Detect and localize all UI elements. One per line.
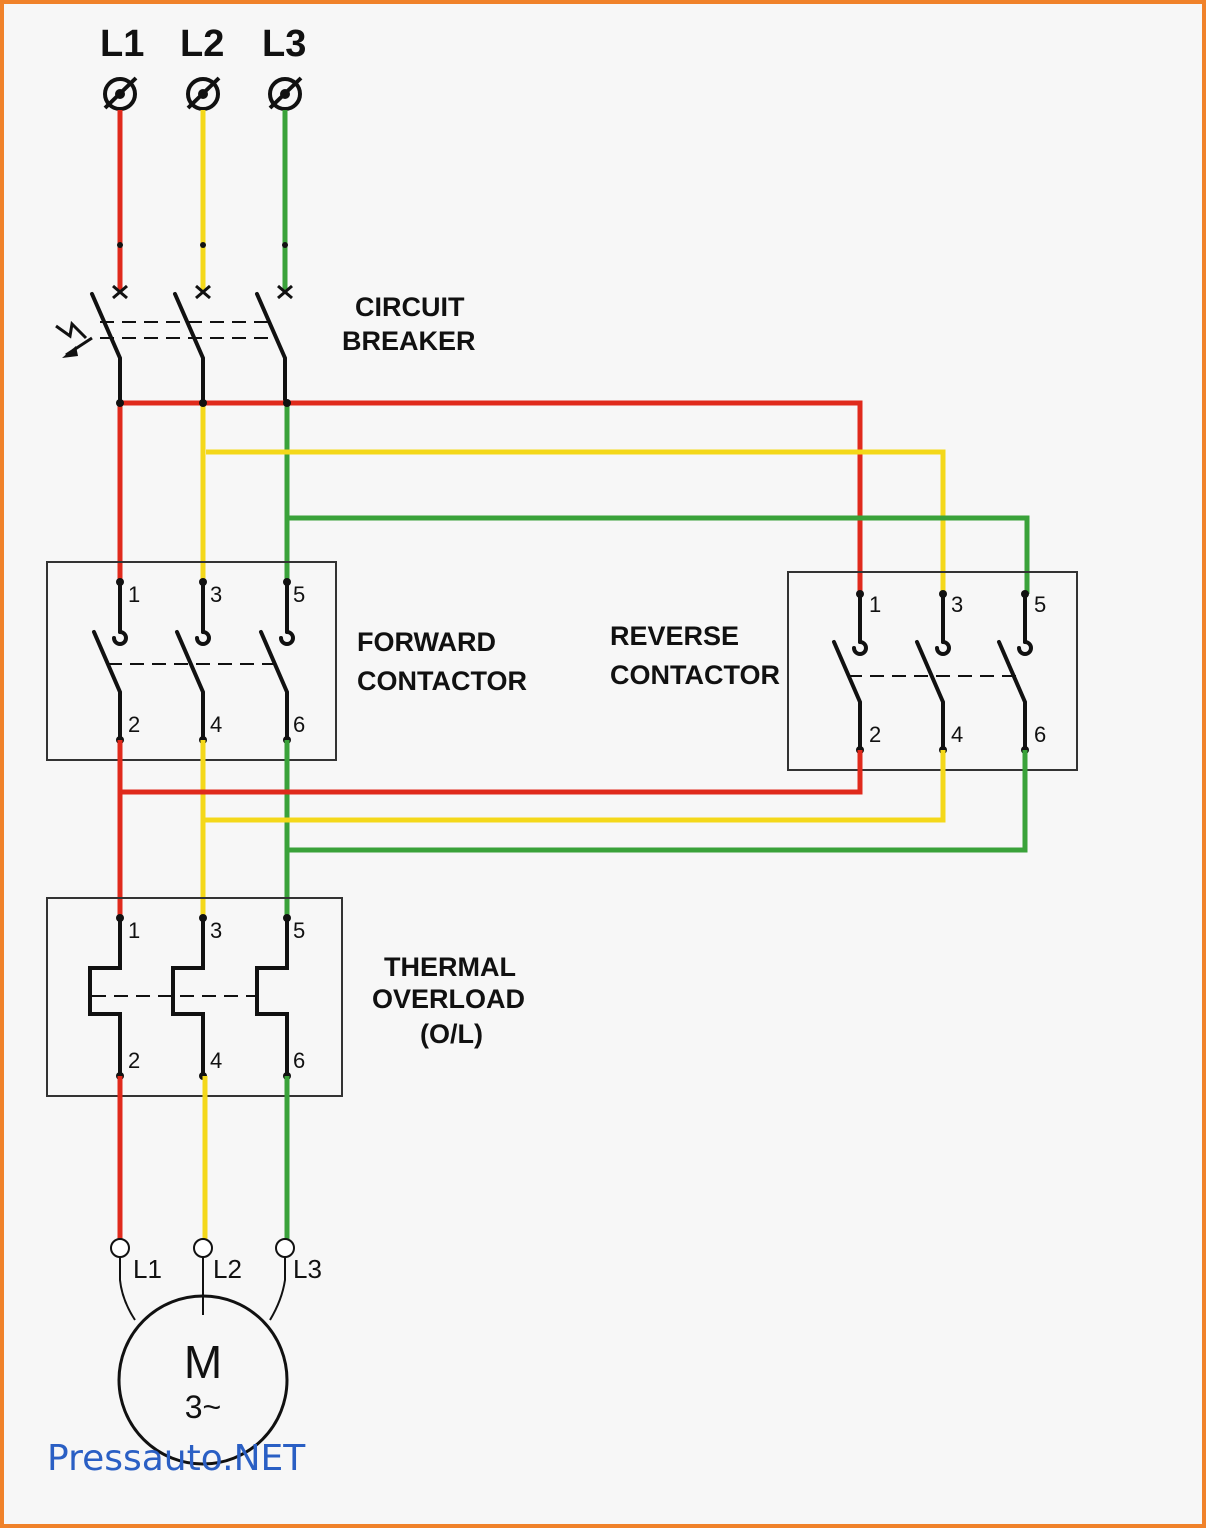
- forward-label-line2: CONTACTOR: [357, 666, 527, 696]
- forward-terminal-6: 6: [293, 712, 305, 737]
- forward-terminal-1: 1: [128, 582, 140, 607]
- reverse-contactor-box: [787, 571, 1078, 771]
- reverse-terminal-6: 6: [1034, 722, 1046, 747]
- reverse-label-line1: REVERSE: [610, 621, 739, 651]
- forward-terminal-2: 2: [128, 712, 140, 737]
- forward-contactor: 1 3 5 2 4 6 FORWARD CONTACTOR: [46, 561, 527, 761]
- motor-feed-wires: [117, 1076, 290, 1240]
- motor-terminal-l1-icon: [110, 1238, 130, 1258]
- reverse-terminal-4: 4: [951, 722, 963, 747]
- motor-terminal-l3-icon: [275, 1238, 295, 1258]
- supply-label-l1: L1: [100, 23, 144, 65]
- motor-terminal-l3: L3: [293, 1254, 322, 1284]
- supply-label-l3: L3: [262, 23, 306, 65]
- terminal-l2-icon: [186, 76, 221, 111]
- overload-label-line2: OVERLOAD: [372, 984, 525, 1014]
- supply-label-l2: L2: [180, 23, 224, 65]
- motor-terminal-l2-icon: [193, 1238, 213, 1258]
- motor: L1 L2 L3 M 3~: [110, 1238, 322, 1466]
- overload-label-line1: THERMAL: [384, 952, 516, 982]
- reverse-label-line2: CONTACTOR: [610, 660, 780, 690]
- bus-wires-top: [116, 399, 1030, 594]
- reverse-terminal-1: 1: [869, 592, 881, 617]
- overload-terminal-4: 4: [210, 1048, 222, 1073]
- terminal-l3-icon: [268, 76, 303, 111]
- reverse-terminal-3: 3: [951, 592, 963, 617]
- reverse-terminal-5: 5: [1034, 592, 1046, 617]
- thermal-overload: 1 3 5 2 4 6 THERMAL OVERLOAD (O/L): [46, 897, 525, 1097]
- supply-terminals: L1 L2 L3: [100, 23, 306, 111]
- motor-terminal-l1: L1: [133, 1254, 162, 1284]
- reverse-contactor: 1 3 5 2 4 6 REVERSE CONTACTOR: [610, 571, 1078, 771]
- supply-wires: [117, 110, 288, 290]
- crossover-wires: [117, 740, 1028, 918]
- motor-circle: [117, 1294, 289, 1466]
- breaker-label-line1: CIRCUIT: [355, 292, 465, 322]
- forward-label-line1: FORWARD: [357, 627, 496, 657]
- forward-contactor-box: [46, 561, 337, 761]
- reverse-terminal-2: 2: [869, 722, 881, 747]
- overload-terminal-2: 2: [128, 1048, 140, 1073]
- overload-terminal-3: 3: [210, 918, 222, 943]
- overload-terminal-1: 1: [128, 918, 140, 943]
- overload-label-line3: (O/L): [420, 1019, 483, 1049]
- thermal-trip-icon: [55, 320, 93, 358]
- forward-terminal-3: 3: [210, 582, 222, 607]
- motor-phase: 3~: [185, 1389, 221, 1425]
- motor-symbol: M: [184, 1336, 222, 1388]
- circuit-breaker: CIRCUIT BREAKER: [55, 284, 476, 402]
- overload-terminal-5: 5: [293, 918, 305, 943]
- overload-terminal-6: 6: [293, 1048, 305, 1073]
- terminal-l1-icon: [103, 76, 138, 111]
- forward-terminal-4: 4: [210, 712, 222, 737]
- watermark: Pressauto.NET: [47, 1438, 306, 1479]
- forward-terminal-5: 5: [293, 582, 305, 607]
- overload-box: [46, 897, 343, 1097]
- motor-terminal-l2: L2: [213, 1254, 242, 1284]
- breaker-label-line2: BREAKER: [342, 326, 476, 356]
